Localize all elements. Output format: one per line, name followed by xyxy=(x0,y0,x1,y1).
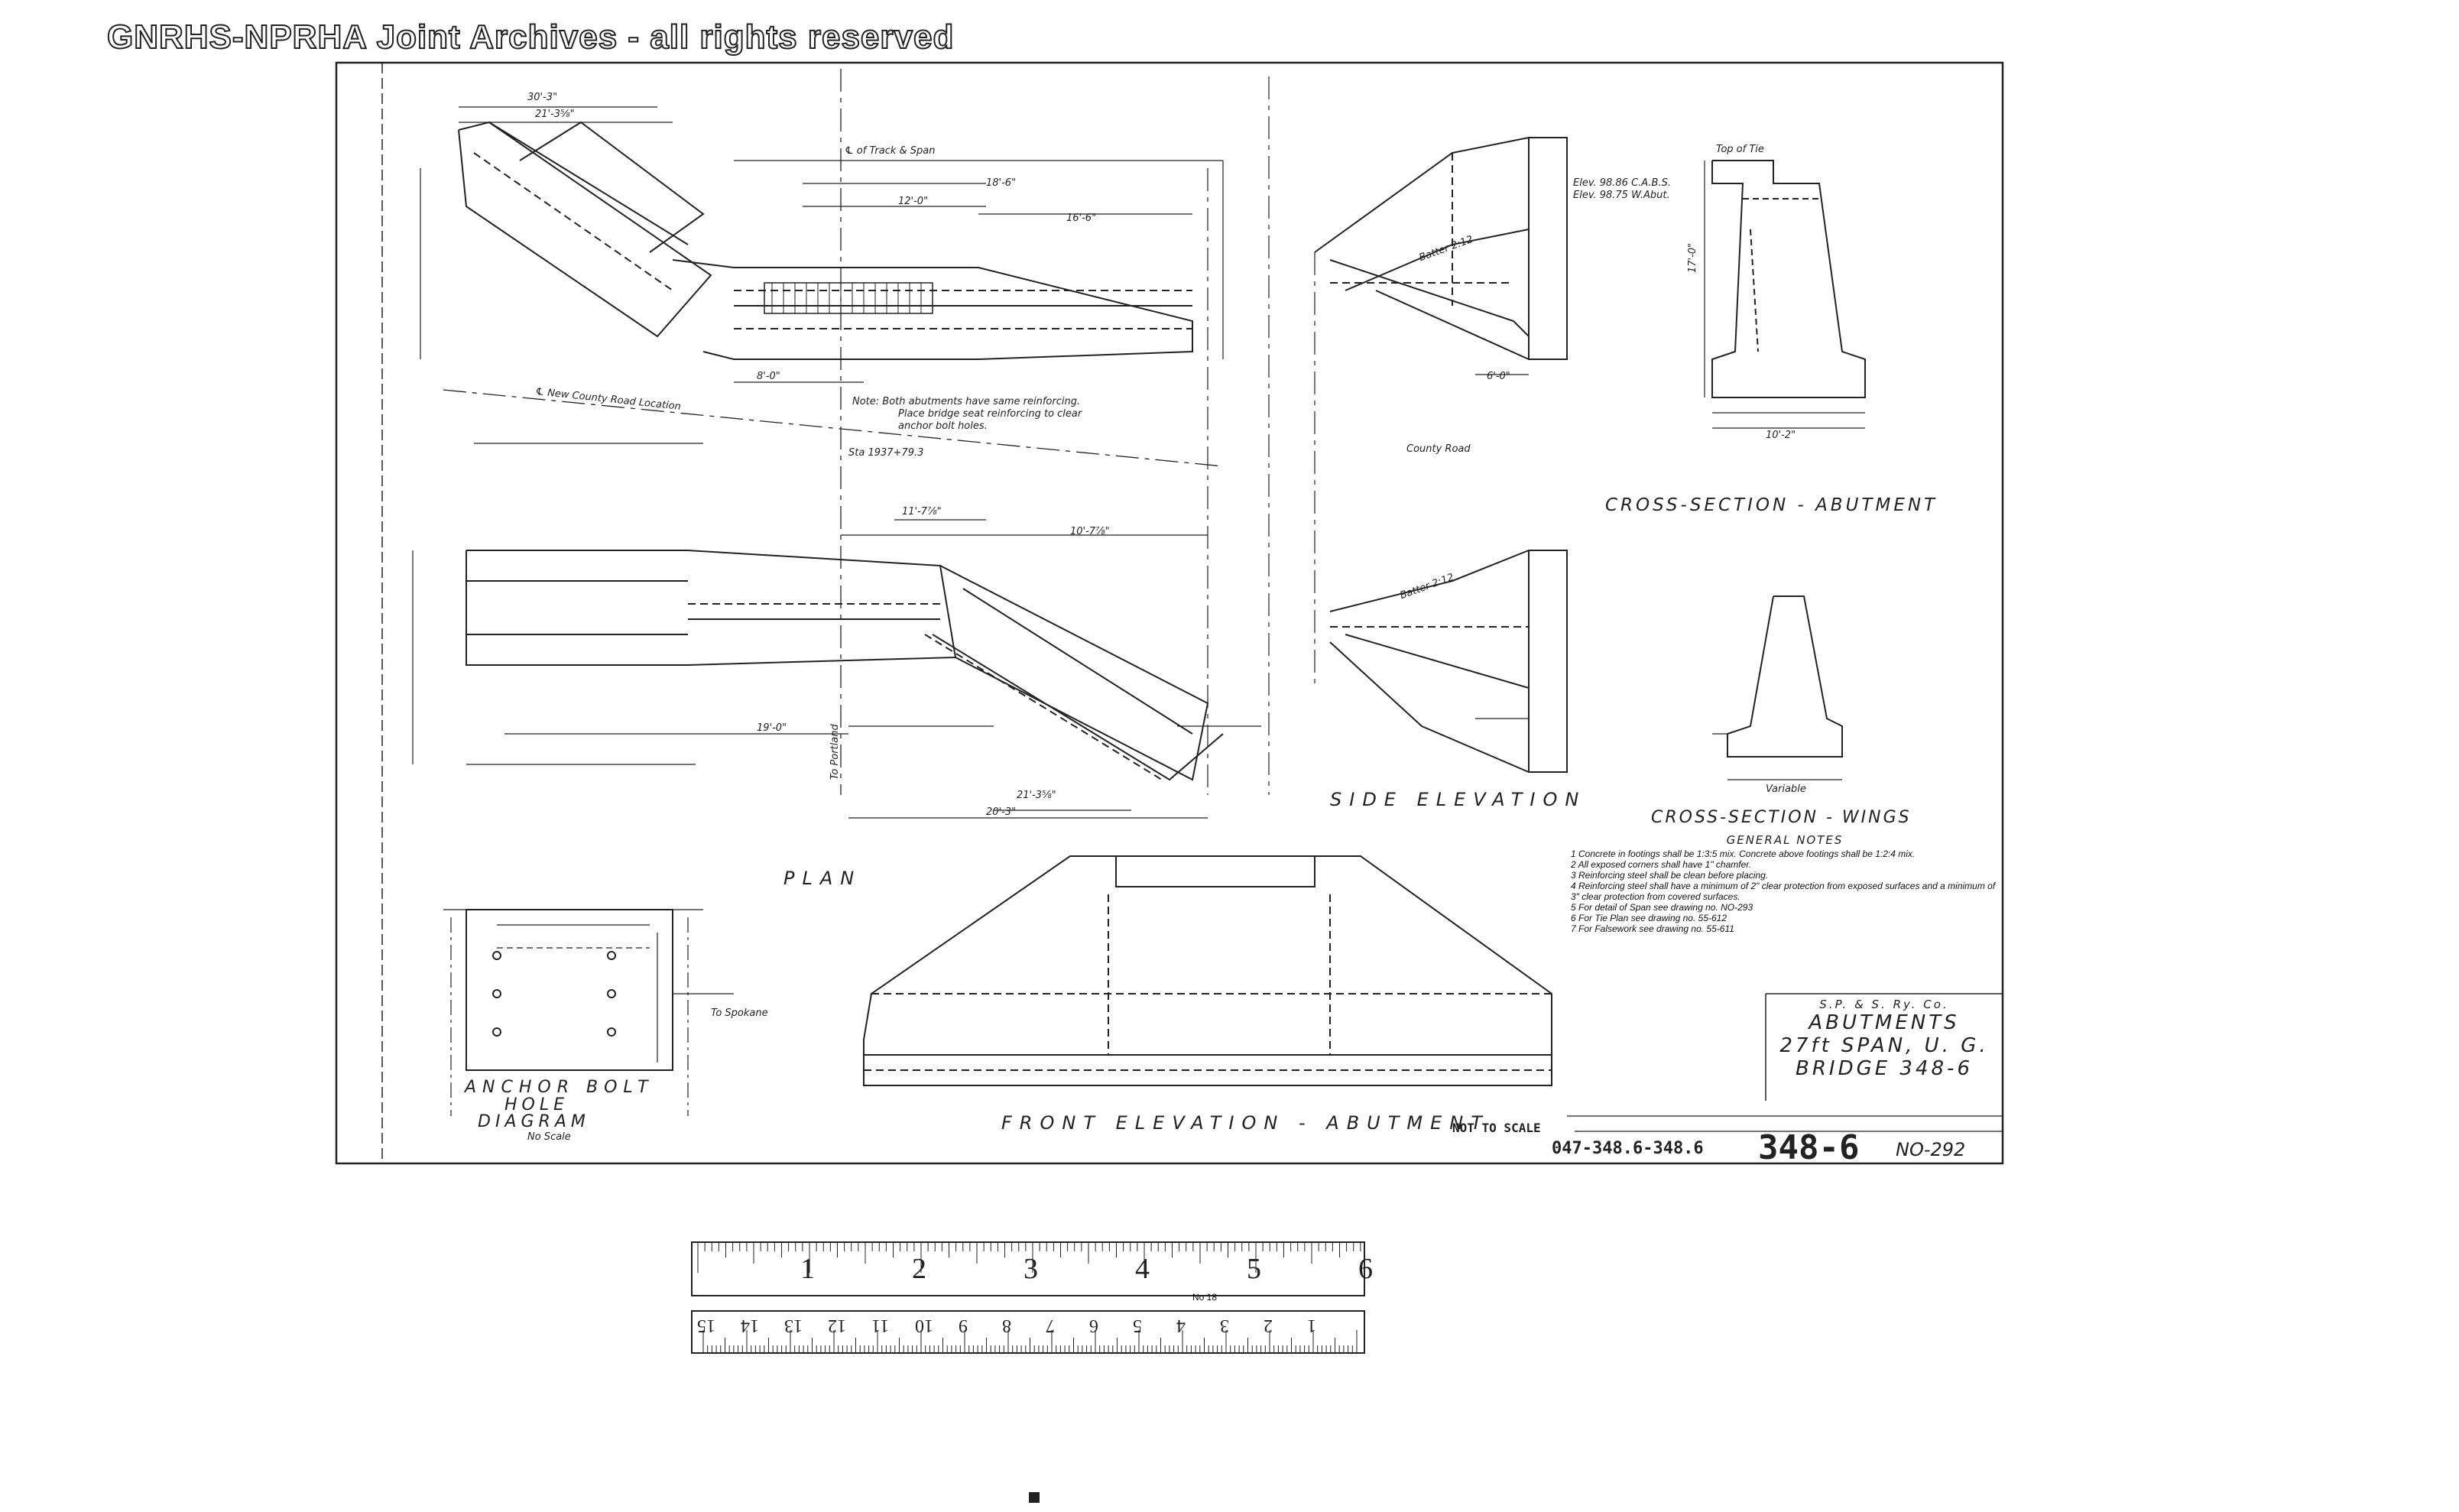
anchor-bolt-scale: No Scale xyxy=(527,1131,571,1143)
ruler-inch-number: 4 xyxy=(1135,1253,1150,1285)
ruler-cm-number: 4 xyxy=(1176,1316,1186,1335)
county-road-label: County Road xyxy=(1406,443,1471,455)
dimension-text: 17'-0" xyxy=(1687,242,1699,274)
general-note-item: 1 Concrete in footings shall be 1:3:5 mi… xyxy=(1571,848,1916,859)
title-block-bridge: BRIDGE 348-6 xyxy=(1796,1057,1973,1080)
dimension-text: 19'-0" xyxy=(757,722,787,734)
watermark-text: GNRHS-NPRHA Joint Archives - all rights … xyxy=(106,18,955,57)
anchor-bolt-diagram: DIAGRAM xyxy=(478,1112,590,1131)
title-block-frame xyxy=(1567,993,2003,1132)
general-note-item: 3 Reinforcing steel shall be clean befor… xyxy=(1571,870,1769,881)
general-note-item: 4 Reinforcing steel shall have a minimum… xyxy=(1571,881,1996,902)
variable-label: Variable xyxy=(1766,784,1806,795)
station-label: Sta 1937+79.3 xyxy=(848,447,924,459)
general-note-item: 5 For detail of Span see drawing no. NO-… xyxy=(1571,902,1753,913)
cross-section-wings-title: CROSS-SECTION - WINGS xyxy=(1651,808,1912,827)
plan-lower-drawing xyxy=(412,519,1261,819)
plan-title: PLAN xyxy=(783,868,862,889)
ruler-maker: No 18 xyxy=(1192,1292,1218,1303)
dimension-text: 10'-2" xyxy=(1766,430,1796,441)
anchor-bolt-diagram-drawing xyxy=(443,909,734,1116)
ruler-cm-number: 3 xyxy=(1220,1316,1229,1335)
ruler-cm-number: 2 xyxy=(1264,1316,1273,1335)
ruler-cm-number: 15 xyxy=(697,1316,715,1335)
ruler-cm-number: 10 xyxy=(915,1316,933,1335)
plan-note-line2: Place bridge seat reinforcing to clear xyxy=(898,408,1082,420)
dimension-text: 6'-0" xyxy=(1487,371,1510,382)
reference-number: 047-348.6-348.6 xyxy=(1552,1139,1704,1158)
cross-section-abutment-title: CROSS-SECTION - ABUTMENT xyxy=(1605,495,1938,515)
dimension-text: 18'-6" xyxy=(986,177,1017,189)
ruler-inch-number: 1 xyxy=(800,1253,815,1285)
cross-section-abutment-drawing xyxy=(1704,160,1866,429)
ruler-cm-number: 1 xyxy=(1307,1316,1316,1335)
general-note-item: 7 For Falsework see drawing no. 55-611 xyxy=(1571,923,1734,934)
title-block-span: 27ft SPAN, U. G. xyxy=(1779,1034,1989,1057)
title-block: S.P. & S. Ry. Co. ABUTMENTS 27ft SPAN, U… xyxy=(1773,998,1995,1080)
ruler-inch-number: 3 xyxy=(1024,1253,1038,1285)
to-spokane-label: To Spokane xyxy=(711,1007,768,1019)
ruler-cm-number: 12 xyxy=(828,1316,846,1335)
ruler-cm-number: 9 xyxy=(959,1316,968,1335)
scale-ruler xyxy=(691,1241,1365,1354)
plan-note-line1: Note: Both abutments have same reinforci… xyxy=(852,396,1081,407)
dimension-text: 20'-3" xyxy=(986,806,1017,818)
front-elevation-drawing xyxy=(863,855,1552,1086)
dimension-text: 21'-3⅝" xyxy=(535,109,575,120)
ruler-cm-number: 6 xyxy=(1089,1316,1098,1335)
general-note-item: 6 For Tie Plan see drawing no. 55-612 xyxy=(1571,913,1727,923)
track-span-label: ℄ of Track & Span xyxy=(845,145,936,157)
elevation-line2: Elev. 98.75 W.Abut. xyxy=(1573,190,1670,201)
ruler-cm-number: 13 xyxy=(784,1316,803,1335)
ruler-cm-number: 7 xyxy=(1046,1316,1055,1335)
plan-note-line3: anchor bolt holes. xyxy=(898,420,988,432)
sheet-border xyxy=(335,61,2004,1165)
front-elevation-title: FRONT ELEVATION - ABUTMENT xyxy=(1001,1112,1490,1134)
anchor-bolt-hole: HOLE xyxy=(504,1095,569,1115)
ruler-cm-number: 11 xyxy=(871,1316,890,1335)
not-to-scale-stamp: NOT TO SCALE xyxy=(1452,1121,1541,1135)
ruler-inch-number: 2 xyxy=(912,1253,926,1285)
title-block-company: S.P. & S. Ry. Co. xyxy=(1819,998,1949,1011)
plan-upper-drawing xyxy=(420,69,1315,795)
drawing-number: NO-292 xyxy=(1896,1139,1966,1160)
dimension-text: 10'-7⅞" xyxy=(1070,526,1110,537)
ruler-cm-number: 8 xyxy=(1002,1316,1011,1335)
side-elevation-drawing xyxy=(1314,137,1568,773)
cross-section-wings-drawing xyxy=(1712,595,1843,780)
ruler-inch-number: 6 xyxy=(1358,1253,1373,1285)
elevation-line1: Elev. 98.86 C.A.B.S. xyxy=(1573,177,1671,189)
bridge-number: 348-6 xyxy=(1758,1128,1860,1167)
ruler-cm-number: 14 xyxy=(741,1316,759,1335)
general-notes: GENERAL NOTES 1 Concrete in footings sha… xyxy=(1571,833,1999,934)
ruler-inch-number: 5 xyxy=(1247,1253,1261,1285)
dimension-text: 21'-3⅝" xyxy=(1017,790,1056,801)
ruler-cm-number: 5 xyxy=(1133,1316,1142,1335)
dimension-text: 12'-0" xyxy=(898,196,929,207)
registration-mark xyxy=(1029,1492,1040,1503)
side-elevation-title: SIDE ELEVATION xyxy=(1330,789,1587,810)
dimension-text: 30'-3" xyxy=(527,92,558,103)
dimension-text: 11'-7⅞" xyxy=(902,506,942,518)
to-portland-label: To Portland xyxy=(829,724,841,780)
top-of-tie-label: Top of Tie xyxy=(1716,144,1764,155)
anchor-bolt-title: ANCHOR BOLT xyxy=(465,1078,654,1097)
title-block-title: ABUTMENTS xyxy=(1809,1011,1960,1034)
general-note-item: 2 All exposed corners shall have 1" cham… xyxy=(1571,859,1752,870)
general-notes-heading: GENERAL NOTES xyxy=(1726,833,1844,847)
dimension-text: 8'-0" xyxy=(757,371,780,382)
dimension-text: 16'-6" xyxy=(1066,213,1097,224)
